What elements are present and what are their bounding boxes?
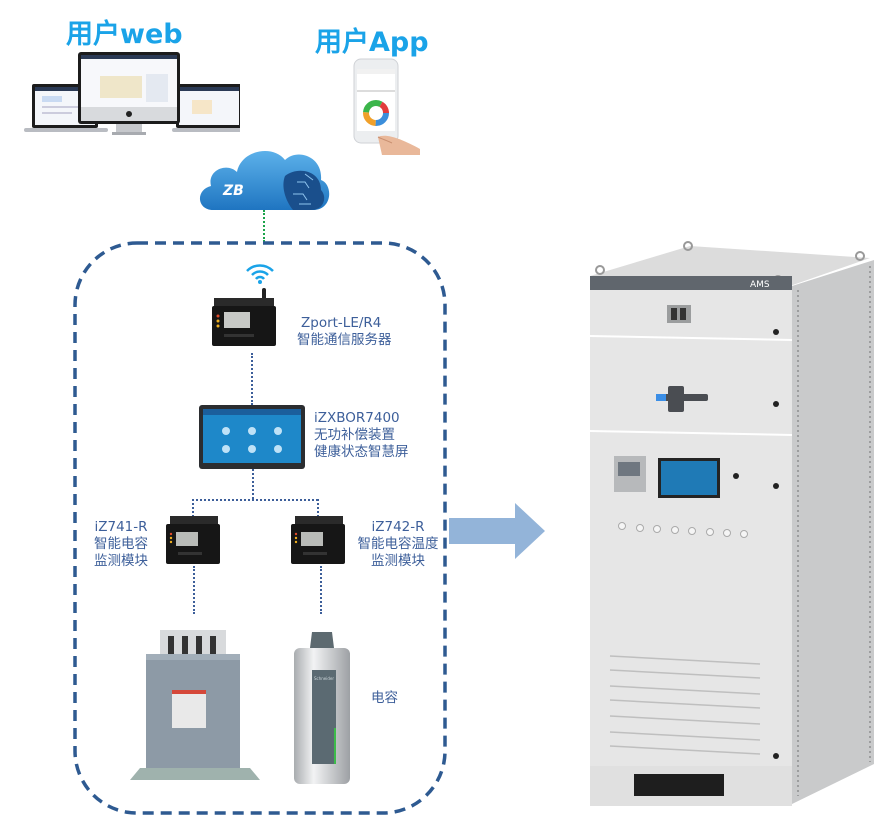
module-branch-line [192,499,318,501]
compensation-cabinet-image: AMS [570,236,880,810]
cloud-logo: ZB [222,183,244,199]
capacitor-label: 电容 [371,690,398,706]
system-boundary [72,240,450,818]
box-capacitor-image [130,630,260,782]
user-app-title: 用户App [315,27,429,58]
right-capacitor-link [320,566,322,614]
left-module-description-line1: 智能电容 [94,536,148,552]
wifi-icon [245,262,275,284]
screen-description-line2: 健康状态智慧屏 [314,444,409,460]
smart-screen-image [199,405,305,469]
right-module-model-label: iZ742-R [371,519,425,535]
capacitor-brand: Schneider [314,676,334,681]
cloud-platform-icon: ZB [193,140,333,212]
left-monitor-module-image [166,516,220,566]
gateway-model-label: Zport-LE/R4 [301,315,382,331]
right-branch-line [317,499,319,517]
right-module-description-line1: 智能电容温度 [357,536,439,552]
screen-description-line1: 无功补偿装置 [314,427,395,443]
arrow-right-icon [449,503,545,559]
left-module-description-line2: 监测模块 [94,553,148,569]
left-capacitor-link [193,566,195,614]
gateway-screen-link [251,353,253,405]
user-web-title: 用户web [66,19,183,50]
mobile-app-image [352,57,424,155]
left-module-model-label: iZ741-R [94,519,148,535]
left-branch-line [192,499,194,517]
gateway-device-image [210,288,282,352]
right-module-description-line2: 监测模块 [371,553,425,569]
cloud-link-line [263,210,265,242]
cylinder-capacitor-image: Schneider [292,628,352,788]
right-monitor-module-image [291,516,345,566]
gateway-description-label: 智能通信服务器 [297,332,392,348]
screen-module-link [252,469,254,499]
web-computers-image [22,50,240,138]
screen-model-label: iZXBOR7400 [314,410,400,426]
cabinet-brand-label: AMS [750,280,770,290]
